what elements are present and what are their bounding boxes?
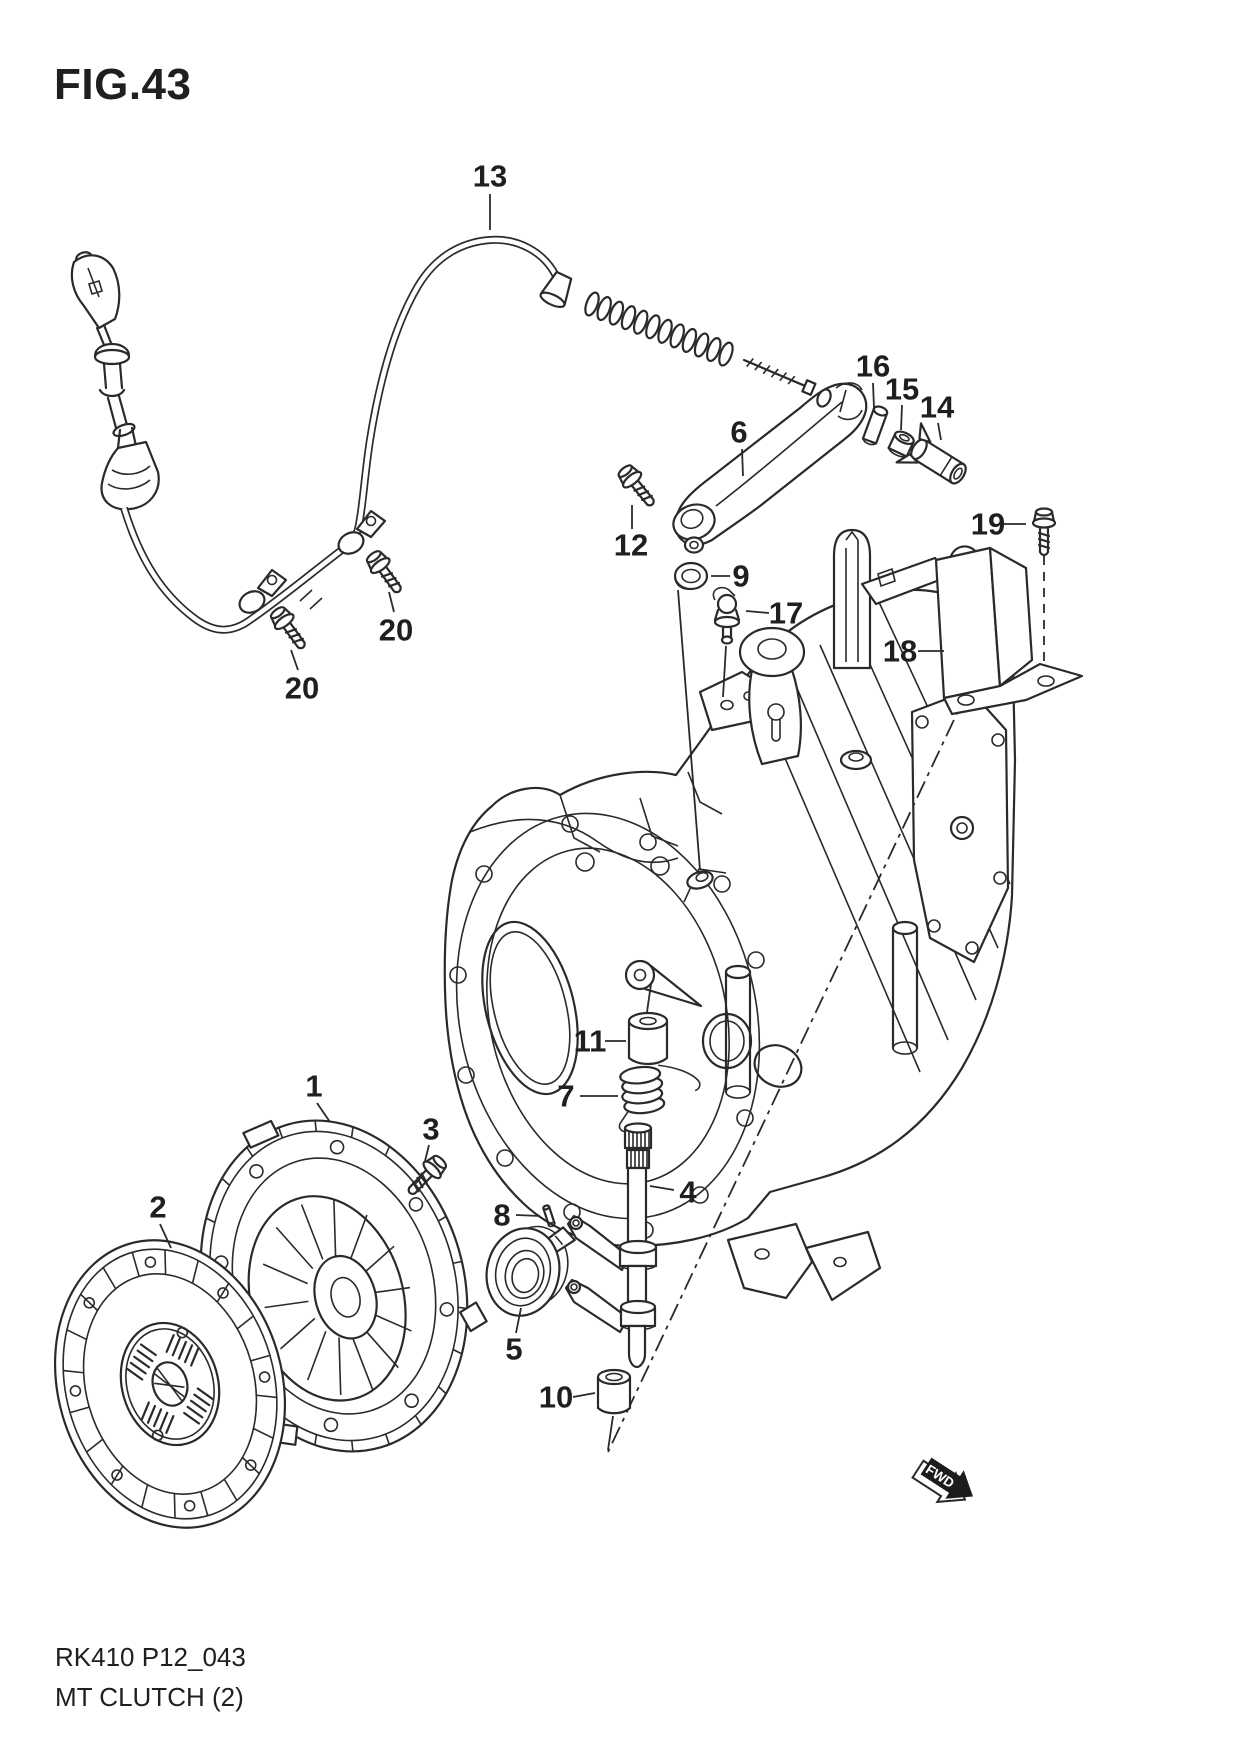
part-callout-16: 16 (856, 349, 890, 384)
part-callout-5: 5 (505, 1332, 522, 1367)
clamp-bolt-20 (361, 546, 410, 600)
bushing10-locator-line (607, 1415, 614, 1451)
joint-14 (895, 422, 967, 485)
part-callout-3: 3 (422, 1112, 439, 1147)
callout-leader (290, 649, 299, 671)
release-lever (674, 382, 868, 546)
cable-clamp (238, 568, 288, 614)
pin-16 (861, 405, 889, 446)
part-callout-7: 7 (557, 1079, 574, 1114)
part-callout-20: 20 (285, 671, 319, 706)
cable-boot (100, 426, 160, 511)
part-callout-13: 13 (473, 159, 507, 194)
part-callout-1: 1 (305, 1069, 322, 1104)
clutch-cable-assembly (70, 235, 817, 656)
transmission-case (443, 528, 1017, 1302)
callout-leader (745, 610, 770, 614)
bracket-bolt-19 (1031, 507, 1057, 557)
cable-clevis (70, 254, 121, 330)
part-callout-20: 20 (379, 613, 413, 648)
case-side-cover (910, 688, 1010, 964)
seal-9 (673, 561, 709, 591)
part-callout-19: 19 (971, 507, 1005, 542)
release-shaft (564, 1122, 658, 1369)
callout-leader (741, 448, 744, 477)
callout-leader (424, 1144, 430, 1162)
case-ribs (759, 599, 1011, 1073)
part-callout-2: 2 (149, 1190, 166, 1225)
callout-leader (515, 1214, 541, 1217)
case-bottom-flanges (726, 1222, 882, 1302)
part-callout-15: 15 (885, 372, 919, 407)
cable-clamp (337, 509, 387, 555)
part-callout-9: 9 (732, 559, 749, 594)
part-callout-14: 14 (920, 390, 955, 425)
bracket-18 (860, 545, 1084, 716)
callout-leader (649, 1185, 675, 1191)
part-callout-8: 8 (493, 1198, 510, 1233)
cable-adjuster-fitting (539, 270, 573, 309)
cable-spring-section (584, 291, 734, 367)
pin-8 (542, 1204, 556, 1228)
callout-leader (388, 591, 395, 613)
fwd-arrow: FWD (911, 1457, 973, 1504)
seal-locator-line (677, 589, 701, 871)
clutch-disc (53, 1239, 287, 1529)
part-callout-10: 10 (539, 1380, 573, 1415)
part-callout-18: 18 (883, 634, 917, 669)
release-bearing (485, 1225, 576, 1317)
cable-conduit (120, 235, 566, 634)
shift-tower (698, 528, 873, 771)
cable-grommet (93, 343, 131, 430)
callout-leader (515, 1307, 522, 1334)
bushing-10 (596, 1368, 632, 1415)
switch-locator-line (722, 645, 727, 698)
part-callout-4: 4 (679, 1175, 697, 1210)
case-pointer-flag (624, 959, 703, 1008)
callout-leader (872, 382, 875, 409)
callout-leader (937, 422, 942, 441)
bushing-15 (887, 430, 915, 458)
callout-leader (900, 404, 903, 431)
seal-bore-boss (683, 868, 727, 903)
case-bolt-holes (449, 815, 765, 1239)
figure-title: FIG.43 (54, 60, 192, 109)
part-callout-12: 12 (614, 528, 648, 563)
callout-leader (572, 1392, 596, 1398)
clamp-bolt-20 (265, 602, 314, 656)
cable-end-cap (816, 388, 832, 408)
release-lever-group (613, 382, 1084, 871)
bushing-11 (627, 983, 669, 1066)
switch-17 (712, 586, 741, 645)
part-callout-17: 17 (769, 596, 803, 631)
figure-caption: MT CLUTCH (2) (55, 1682, 244, 1712)
part-callout-11: 11 (574, 1024, 607, 1059)
return-spring (618, 1064, 701, 1133)
callout-leader (316, 1102, 331, 1123)
figure-code: RK410 P12_043 (55, 1642, 246, 1672)
cable-threaded-end (742, 358, 817, 396)
part-callout-6: 6 (730, 415, 747, 450)
lever-bolt-12 (613, 460, 662, 513)
callout-leader (159, 1223, 172, 1249)
case-shaft-bosses (724, 920, 919, 1099)
section-line (607, 596, 1013, 1453)
